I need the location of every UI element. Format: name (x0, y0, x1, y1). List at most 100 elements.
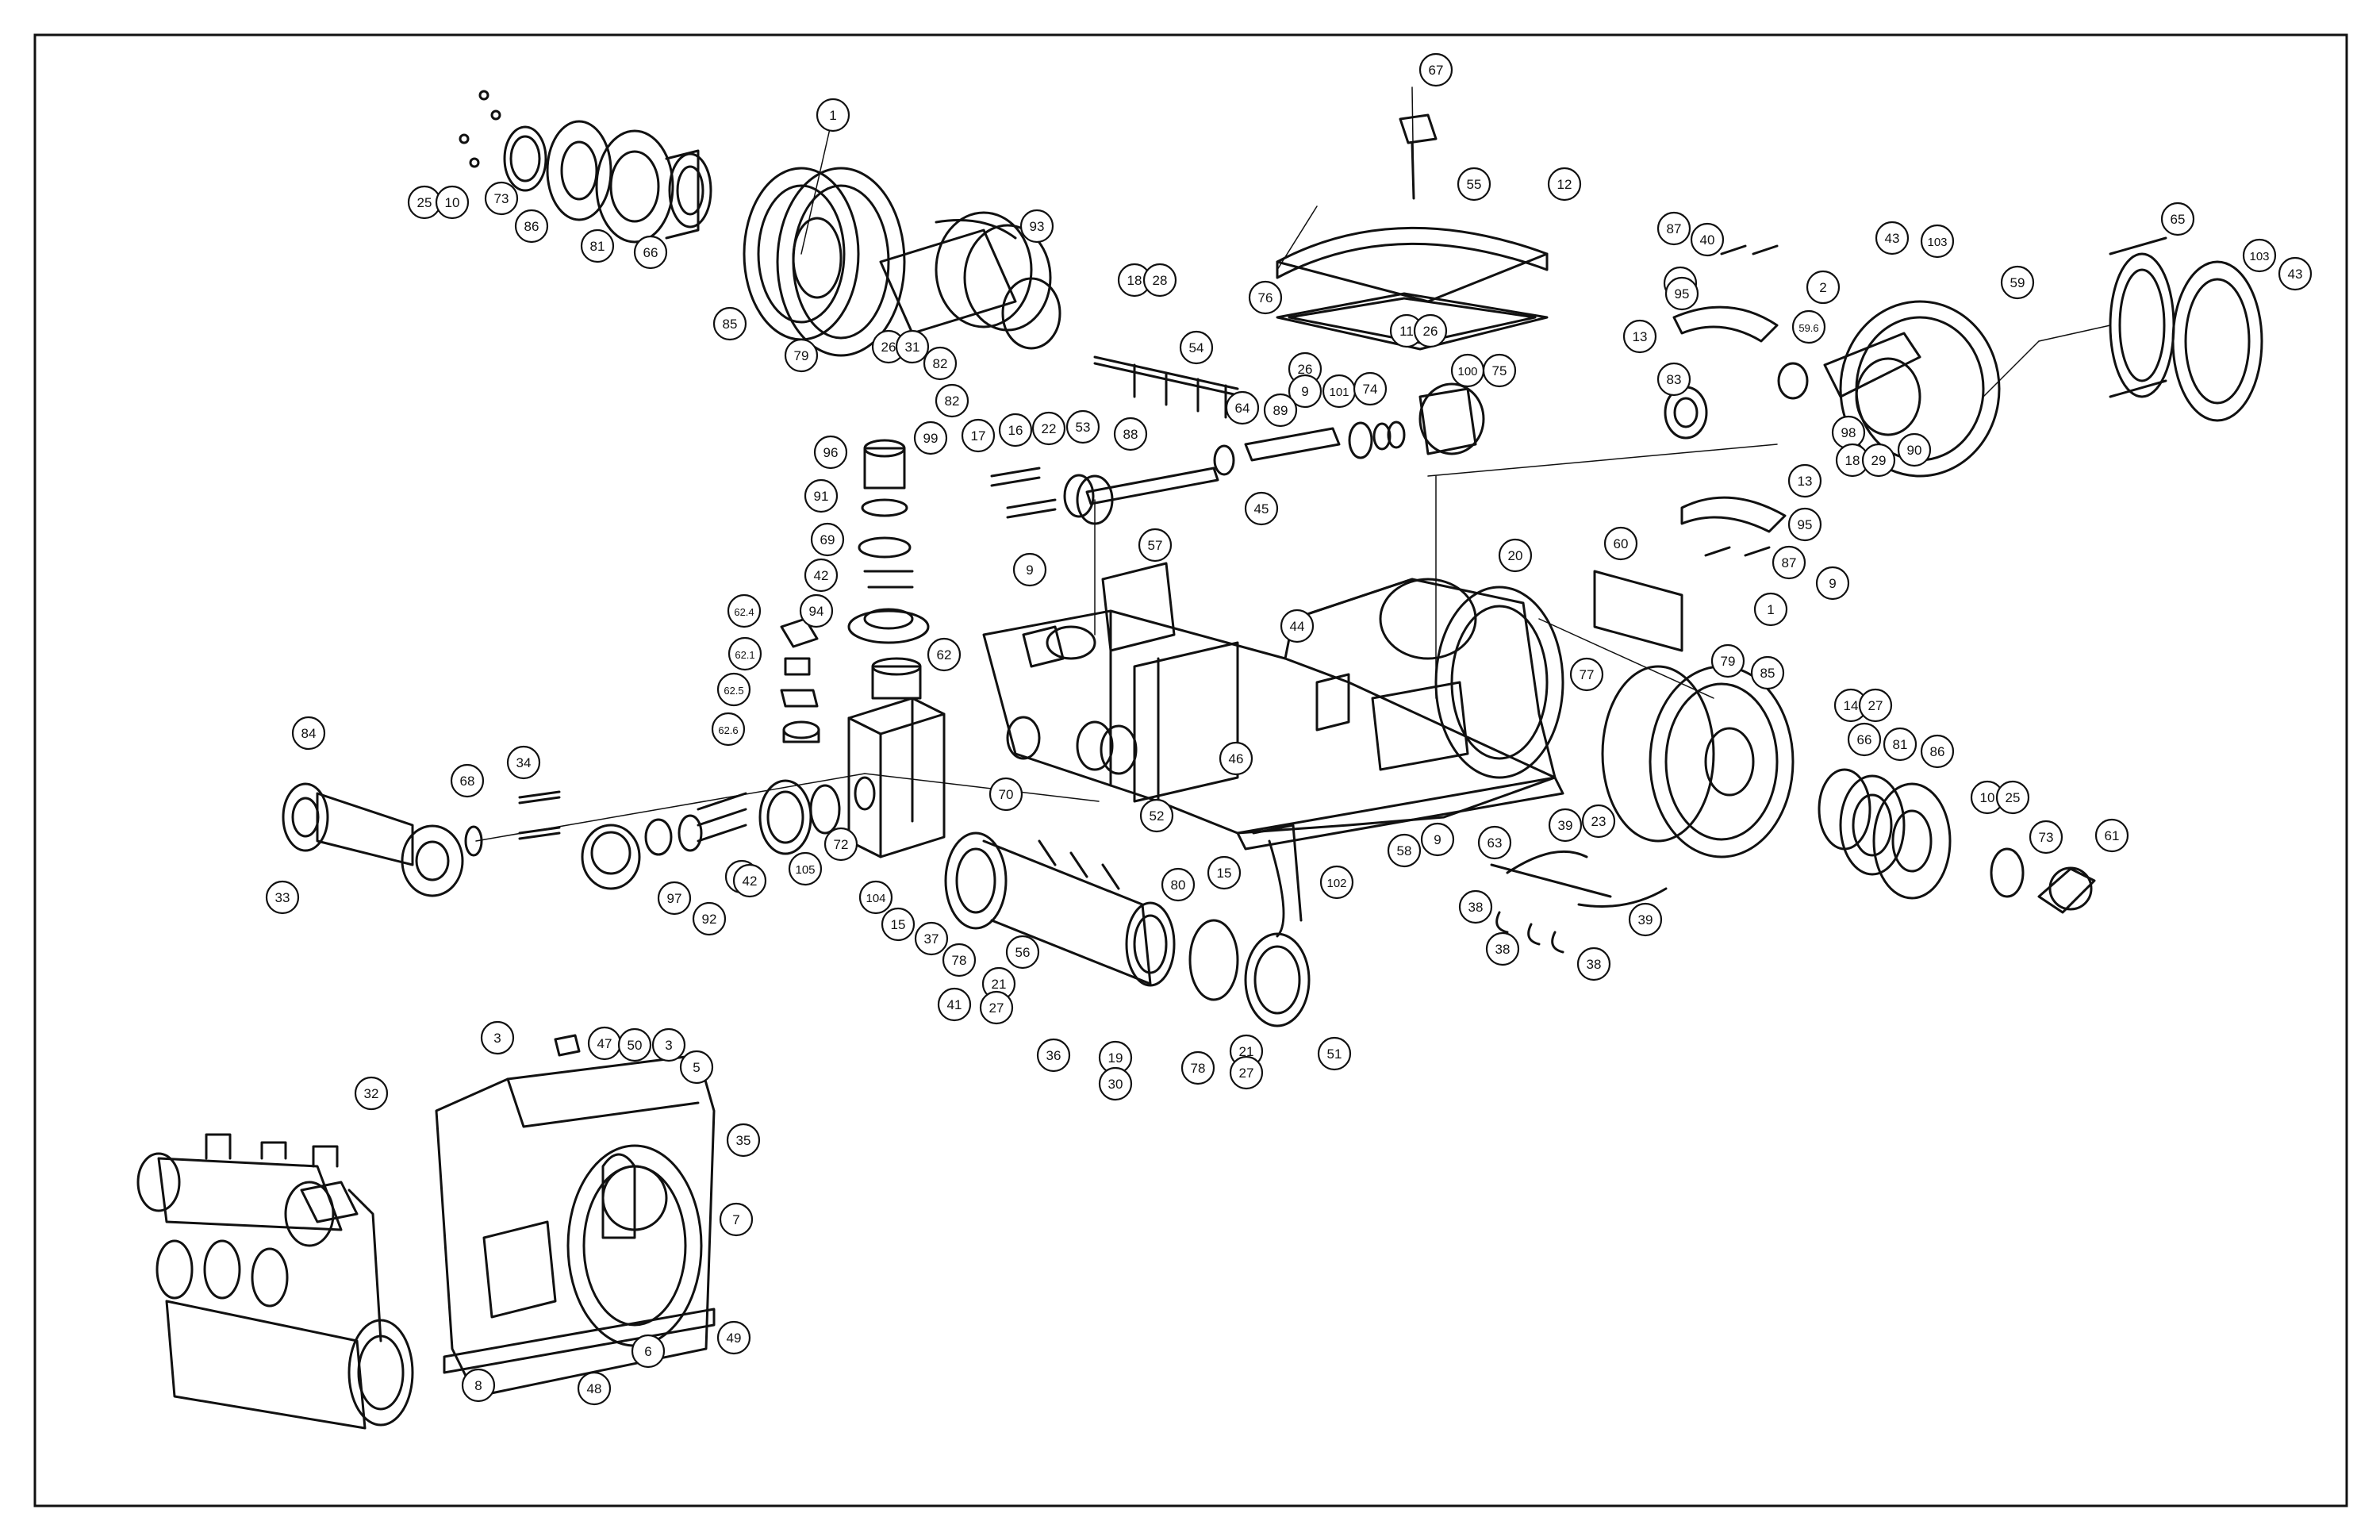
callout-label: 26 (1423, 324, 1438, 339)
callout-balloon: 78 (942, 943, 977, 977)
callout-label: 79 (1721, 654, 1736, 669)
callout-circle (732, 863, 767, 898)
callout-circle (799, 593, 834, 628)
callout-label: 86 (1930, 744, 1945, 759)
callout-label: 3 (665, 1038, 672, 1053)
callout-label: 46 (1229, 751, 1244, 766)
callout-circle (1569, 657, 1604, 692)
callout-circle (1142, 263, 1177, 298)
callout-label: 38 (1587, 957, 1602, 972)
callout-label: 44 (1290, 619, 1305, 634)
callout-label: 52 (1150, 808, 1165, 824)
suction-manifold (944, 824, 1311, 1027)
callout-circle (435, 185, 470, 220)
callout-circle (913, 421, 948, 455)
callout-circle (1861, 443, 1896, 478)
main-bearing-housing (879, 211, 1061, 350)
callout-circle (1806, 270, 1841, 305)
callout-label: 87 (1782, 555, 1797, 570)
callout-balloon: 46 (1219, 741, 1253, 776)
callout-circle (2160, 202, 2195, 236)
callout-balloon: 84 (291, 716, 326, 751)
callout-circle (1787, 463, 1822, 498)
callout-circle (1772, 545, 1806, 580)
callout-balloon: 37 (914, 921, 949, 956)
callout-balloon: 89 (1263, 393, 1298, 428)
callout-circle (657, 881, 692, 916)
callout-label: 101 (1329, 386, 1349, 399)
callout-label: 82 (933, 356, 948, 371)
callout-label: 104 (866, 892, 885, 905)
callout-label: 78 (952, 953, 967, 968)
callout-circle (942, 943, 977, 977)
callout-circle (2278, 256, 2313, 291)
callout-balloon: 59 (2000, 265, 2035, 300)
callout-balloon: 39 (1628, 902, 1663, 937)
callout-balloon: 3 (651, 1027, 686, 1062)
callout-label: 8 (474, 1378, 482, 1393)
callout-balloon: 38 (1576, 947, 1611, 981)
callout-circle (2000, 265, 2035, 300)
callout-label: 43 (1885, 231, 1900, 246)
lube-lines (1490, 850, 1668, 954)
callout-label: 18 (1127, 273, 1142, 288)
callout-circle (577, 1371, 612, 1406)
callout-balloon: 100 (1450, 353, 1485, 388)
callout-circle (2242, 238, 2277, 273)
callout-label: 60 (1614, 536, 1629, 551)
callout-label: 62 (937, 647, 952, 662)
callout-balloon: 49 (716, 1320, 751, 1355)
callout-label: 47 (597, 1036, 612, 1051)
callout-label: 26 (881, 340, 896, 355)
callout-label: 87 (1667, 221, 1682, 236)
callout-circle (1019, 209, 1054, 244)
callout-label: 3 (493, 1031, 501, 1046)
callout-balloon: 73 (484, 181, 519, 216)
callout-balloon: 25 (1995, 780, 2030, 815)
callout-label: 73 (2039, 830, 2054, 845)
callout-balloon: 87 (1656, 211, 1691, 246)
callout-label: 9 (1829, 576, 1836, 591)
callout-circle (1244, 491, 1279, 526)
callout-circle (1815, 566, 1850, 601)
callout-label: 81 (590, 239, 605, 254)
callout-balloon: 27 (1229, 1055, 1264, 1090)
callout-label: 21 (1239, 1044, 1254, 1059)
callout-circle (484, 181, 519, 216)
callout-circle (1883, 727, 1917, 762)
callout-balloon: 64 (1225, 390, 1260, 425)
callout-balloon: 45 (1244, 491, 1279, 526)
callout-circle (716, 1320, 751, 1355)
callout-label: 83 (1667, 372, 1682, 387)
callout-balloon: 92 (692, 901, 727, 936)
callout-balloon: 23 (1581, 804, 1616, 839)
callout-circle (716, 672, 751, 707)
callout-circle (937, 987, 972, 1022)
callout-label: 88 (1123, 427, 1138, 442)
callout-circle (1263, 393, 1298, 428)
callout-label: 62.4 (734, 606, 754, 618)
callout-circle (1418, 52, 1453, 87)
callout-circle (1280, 609, 1315, 643)
callout-balloon: 81 (1883, 727, 1917, 762)
callout-balloon: 32 (354, 1076, 389, 1111)
callout-balloon: 57 (1138, 528, 1173, 563)
callout-balloon: 17 (961, 418, 996, 453)
callout-label: 43 (2288, 267, 2303, 282)
callout-balloon: 91 (804, 478, 839, 513)
callout-label: 26 (1298, 362, 1313, 377)
callout-circle (633, 235, 668, 270)
callout-circle (1012, 552, 1047, 587)
right-bearing-flange (2109, 236, 2263, 422)
callout-balloon: 36 (1036, 1038, 1071, 1073)
callout-label: 38 (1468, 900, 1484, 915)
callout-balloon: 6 (631, 1334, 666, 1369)
callout-balloon: 18 (1117, 263, 1152, 298)
callout-label: 49 (727, 1331, 742, 1346)
callout-label: 29 (1871, 453, 1887, 468)
callout-label: 54 (1189, 340, 1204, 355)
callout-balloon: 60 (1603, 526, 1638, 561)
callout-balloon: 85 (712, 306, 747, 341)
callout-label: 100 (1457, 365, 1477, 378)
callout-balloon: 95 (1664, 276, 1699, 311)
